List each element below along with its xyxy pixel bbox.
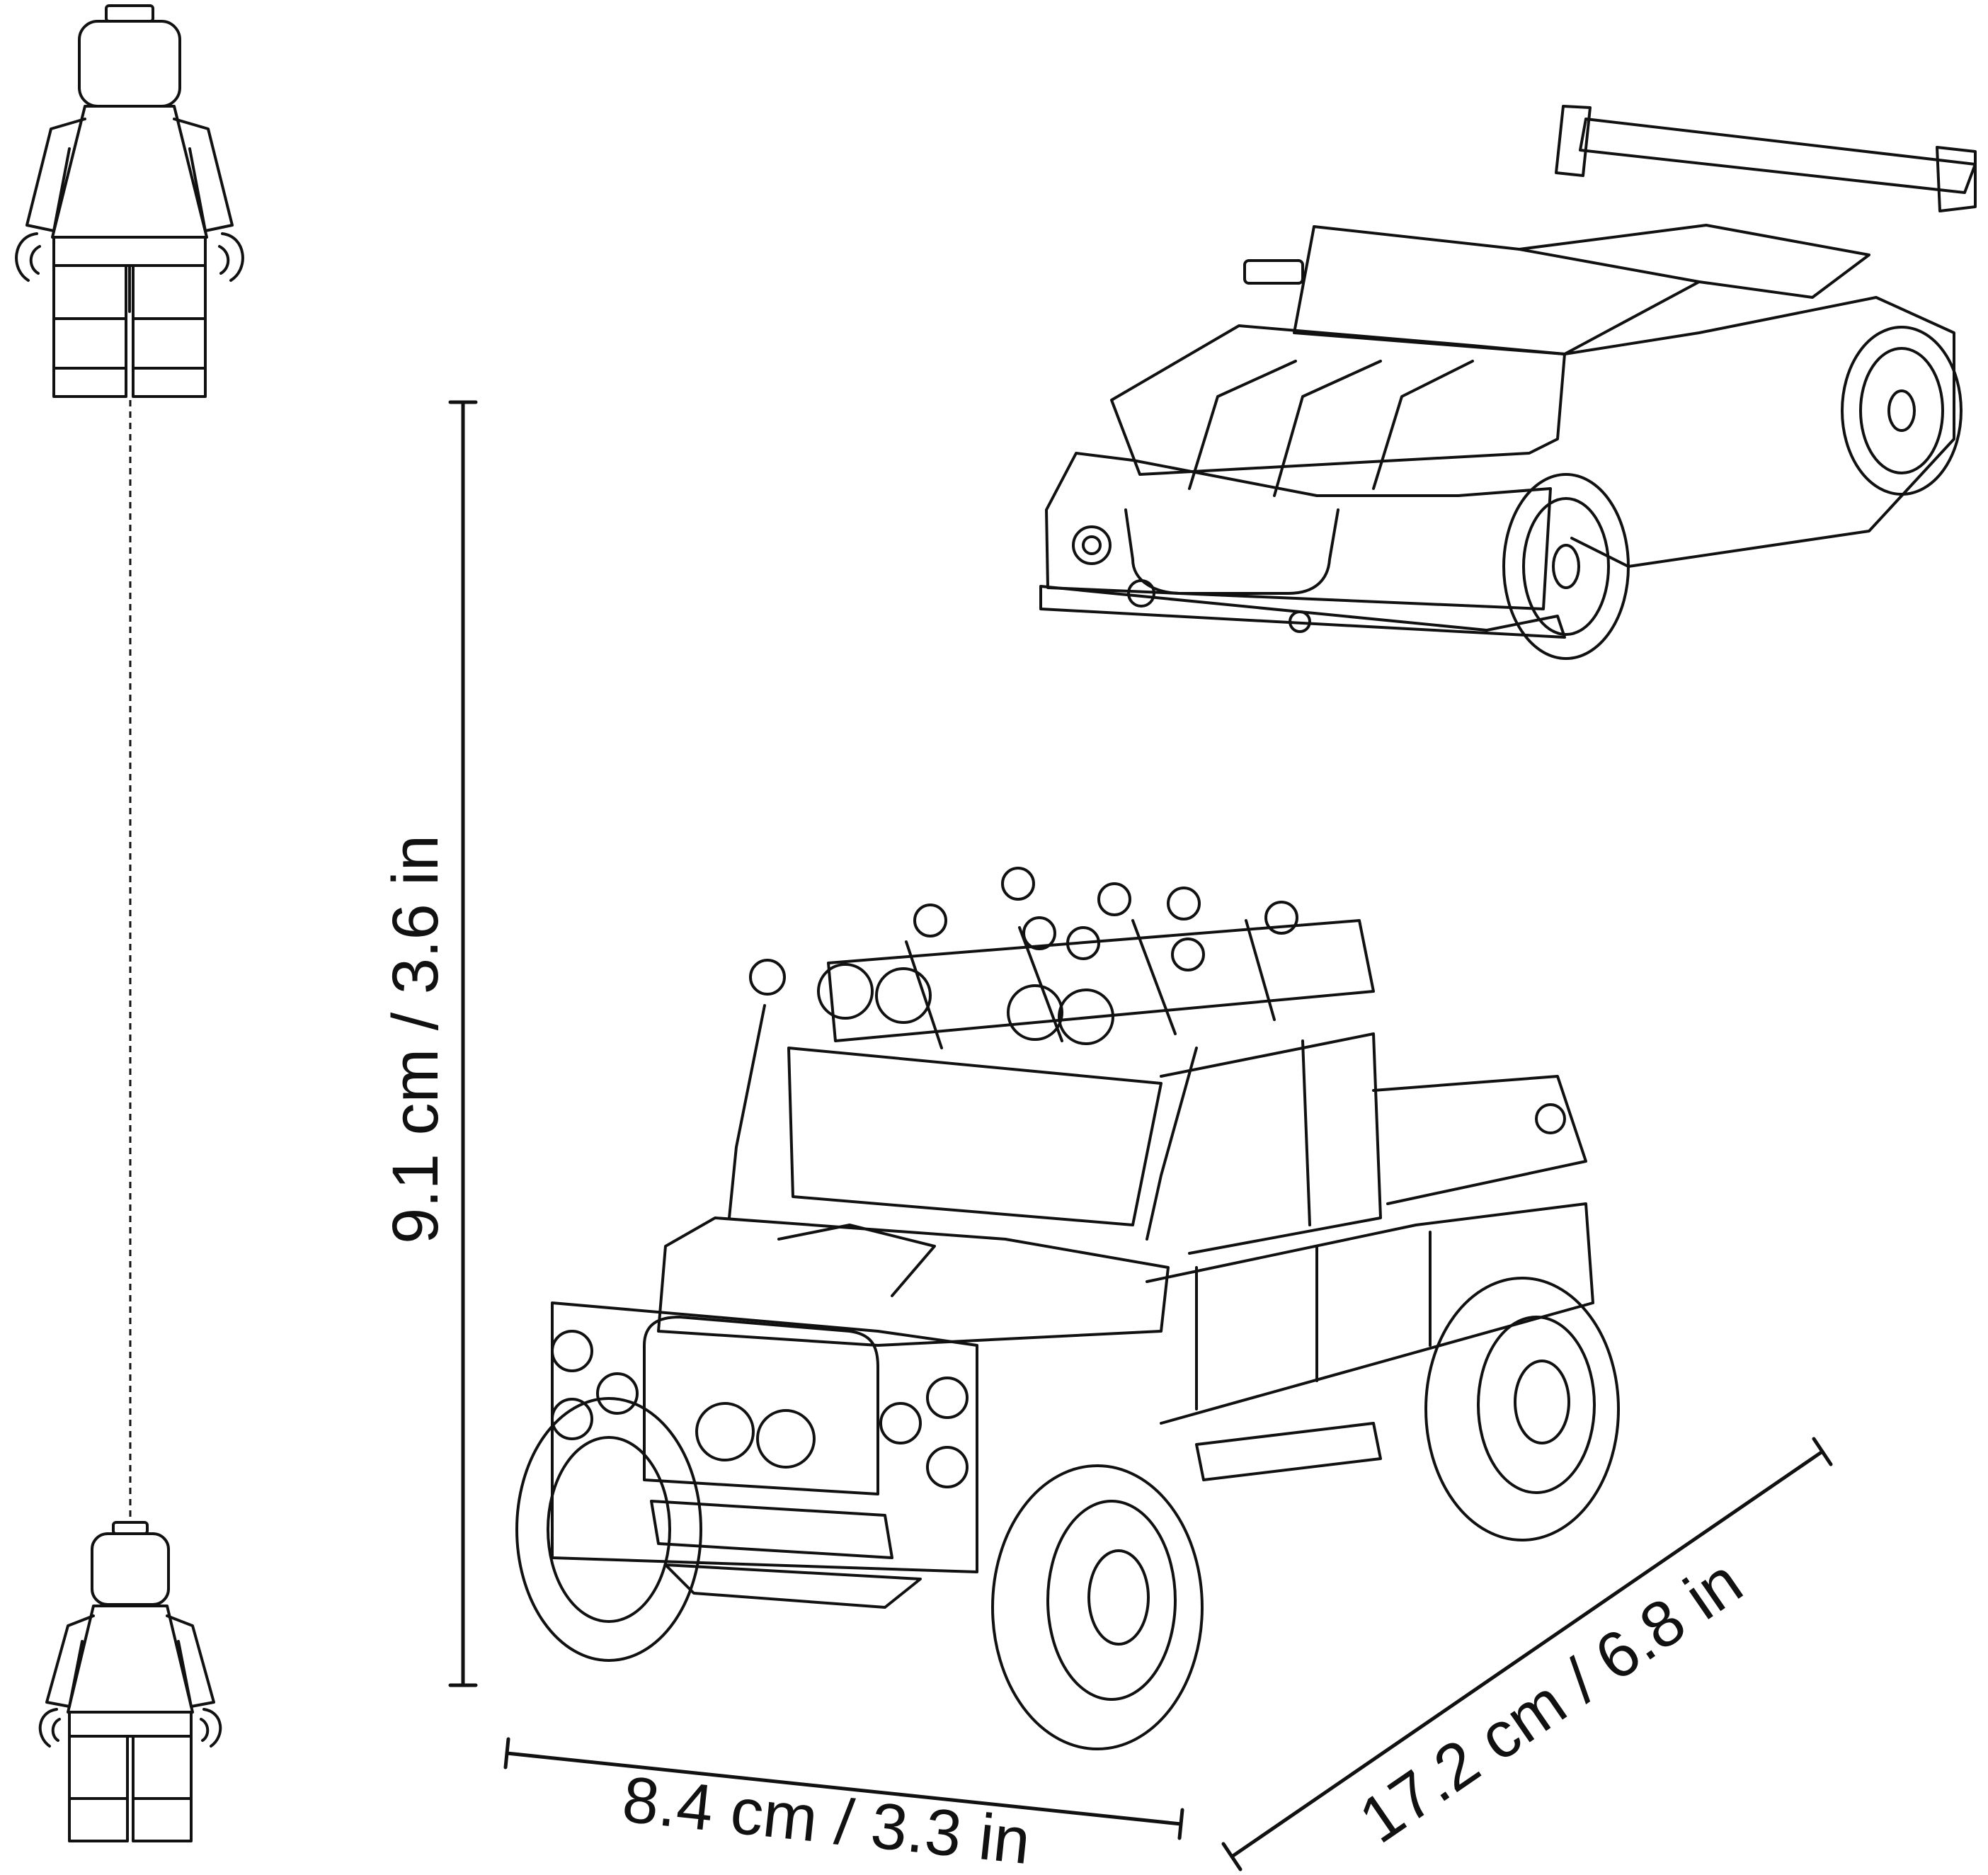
height-dimension-line xyxy=(448,400,478,1687)
width-dimension-line xyxy=(503,1737,1184,1840)
sports-car-outline xyxy=(1039,105,1977,660)
length-dimension-line xyxy=(1221,1437,1833,1871)
length-dimension-label: 17.2 cm / 6.8 in xyxy=(1347,1545,1754,1857)
width-dimension-label: 8.4 cm / 3.3 in xyxy=(619,1763,1034,1875)
offroad-truck-outline xyxy=(515,867,1620,1750)
minifigure-top xyxy=(15,4,244,398)
height-dimension-label: 9.1 cm / 3.6 in xyxy=(379,835,452,1244)
minifigure-bottom xyxy=(38,1521,222,1842)
